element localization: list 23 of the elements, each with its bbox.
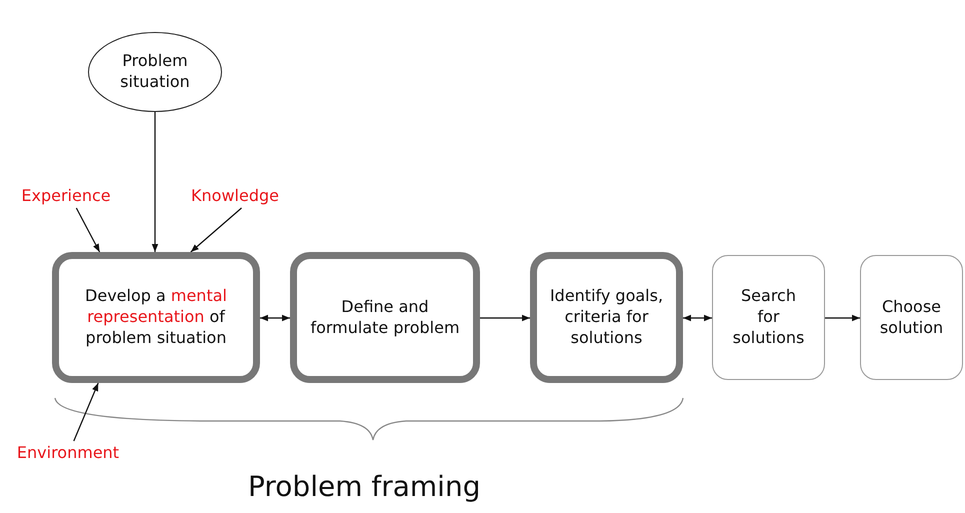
step-box xyxy=(860,255,963,380)
group-caption: Problem framing xyxy=(248,470,480,503)
factor-label: Experience xyxy=(21,186,111,206)
node-text: Problem situation xyxy=(119,51,191,93)
factor-label: Knowledge xyxy=(191,186,279,206)
process-box xyxy=(290,252,480,383)
arrow xyxy=(76,208,100,252)
process-box xyxy=(52,252,260,383)
factor-label: Environment xyxy=(16,442,120,464)
node-text: Choose solution xyxy=(878,296,944,338)
process-box xyxy=(530,252,683,383)
arrow xyxy=(260,314,290,322)
node-text: Identify goals, criteria for solutions xyxy=(549,286,664,349)
node-text: Search for solutions xyxy=(732,286,806,349)
step-box xyxy=(712,255,825,380)
arrow xyxy=(480,314,530,322)
node-text: Define and formulate problem xyxy=(309,296,461,338)
arrow xyxy=(73,382,99,442)
node-text: Develop a mental representation of problem situation xyxy=(84,286,228,349)
arrow xyxy=(683,314,712,322)
arrow xyxy=(152,112,158,252)
arrow xyxy=(190,208,242,252)
arrow xyxy=(825,314,860,322)
